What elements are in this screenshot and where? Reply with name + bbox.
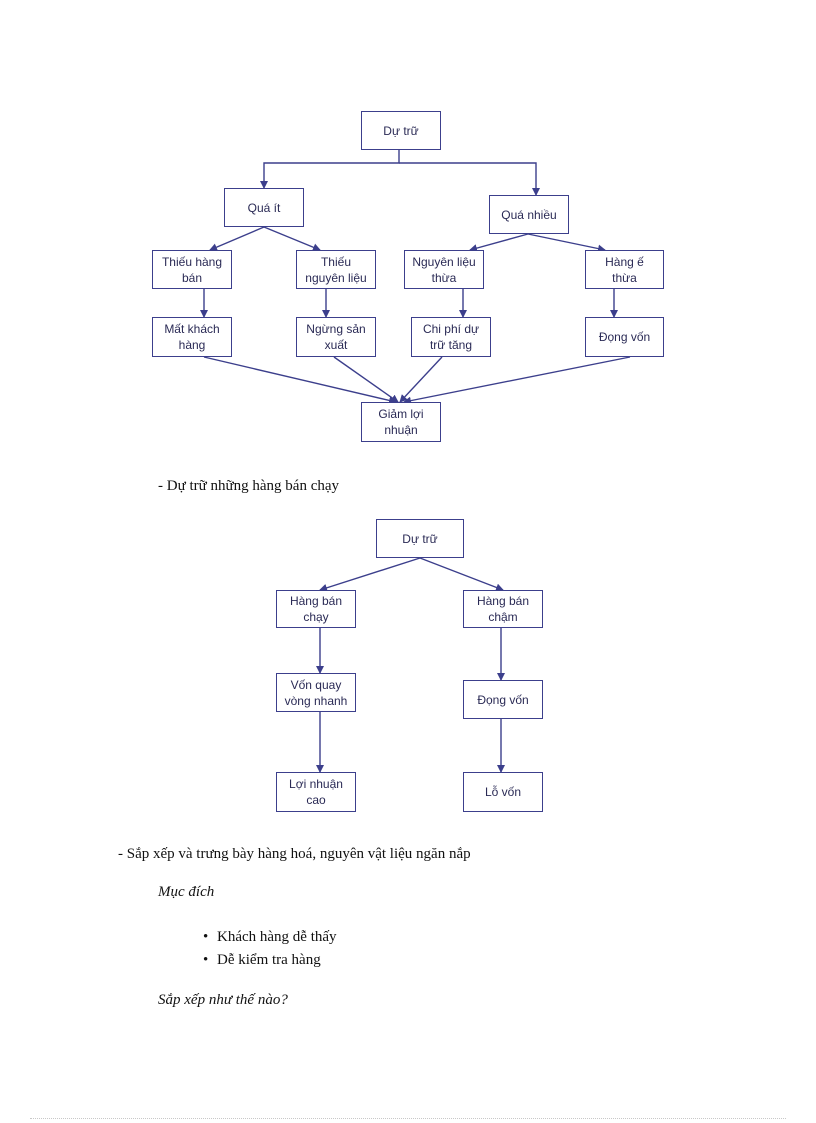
node-hang-e-thua: Hàng ế thừa: [585, 250, 664, 289]
connector-qua-nhieu-to-hang-e-thua: [527, 233, 606, 253]
bullet-icon: •: [203, 929, 209, 945]
node-giam-loi-nhuan: Giảm lợi nhuận: [361, 402, 441, 442]
connector2-du-tru-to-hang-ban-chay: [319, 557, 421, 592]
node-chi-phi-du-tru-tang: Chi phí dự trữ tăng: [411, 317, 491, 357]
node-thieu-nguyen-lieu: Thiếu nguyên liệu: [296, 250, 376, 289]
connector-du-tru-to-qua-nhieu: [399, 162, 540, 196]
node2-loi-nhuan-cao: Lợi nhuận cao: [276, 772, 356, 812]
bullet-icon: •: [203, 952, 209, 968]
node2-lo-von: Lỗ vốn: [463, 772, 543, 812]
node-dong-von: Đọng vốn: [585, 317, 664, 357]
node-nguyen-lieu-thua: Nguyên liệu thừa: [404, 250, 484, 289]
connector-qua-it-to-thieu-nguyen-lieu: [263, 226, 321, 252]
list-item-text: Dễ kiểm tra hàng: [217, 952, 321, 968]
connector-dong-von-to-giam-loi-nhuan: [403, 356, 631, 405]
heading-sap-xep-nhu-the-nao: Sắp xếp như thế nào?: [158, 992, 288, 1008]
bullet-line-ban-chay: - Dự trữ những hàng bán chạy: [158, 478, 340, 494]
heading-muc-dich: Mục đích: [158, 884, 215, 900]
node2-von-quay-vong-nhanh: Vốn quay vòng nhanh: [276, 673, 356, 712]
node2-hang-ban-cham: Hàng bán chậm: [463, 590, 543, 628]
node-qua-it: Quá ít: [224, 188, 304, 227]
node2-hang-ban-chay: Hàng bán chạy: [276, 590, 356, 628]
connector2-du-tru-to-hang-ban-cham: [419, 557, 504, 592]
node2-dong-von: Đọng vốn: [463, 680, 543, 719]
page-footer-divider: [30, 1118, 786, 1119]
node2-du-tru: Dự trữ: [376, 519, 464, 558]
connector-chi-phi-to-giam-loi-nhuan: [399, 356, 443, 403]
bullet-line-sap-xep: - Sắp xếp và trưng bày hàng hoá, nguyên …: [118, 846, 471, 862]
connector-mat-khach-hang-to-giam-loi-nhuan: [203, 356, 397, 405]
connector-du-tru-to-qua-it: [260, 150, 400, 189]
list-item-text: Khách hàng dễ thấy: [217, 929, 337, 945]
connector-ngung-san-xuat-to-giam-loi-nhuan: [333, 356, 399, 403]
list-item: • Khách hàng dễ thấy: [203, 927, 337, 947]
node-thieu-hang-ban: Thiếu hàng bán: [152, 250, 232, 289]
connector-qua-nhieu-to-nguyen-lieu-thua: [469, 233, 529, 252]
node-qua-nhieu: Quá nhiều: [489, 195, 569, 234]
node-du-tru: Dự trữ: [361, 111, 441, 150]
node-ngung-san-xuat: Ngừng sản xuất: [296, 317, 376, 357]
connector-qua-it-to-thieu-hang-ban: [209, 226, 265, 251]
node-mat-khach-hang: Mất khách hàng: [152, 317, 232, 357]
list-item: • Dễ kiểm tra hàng: [203, 950, 321, 970]
